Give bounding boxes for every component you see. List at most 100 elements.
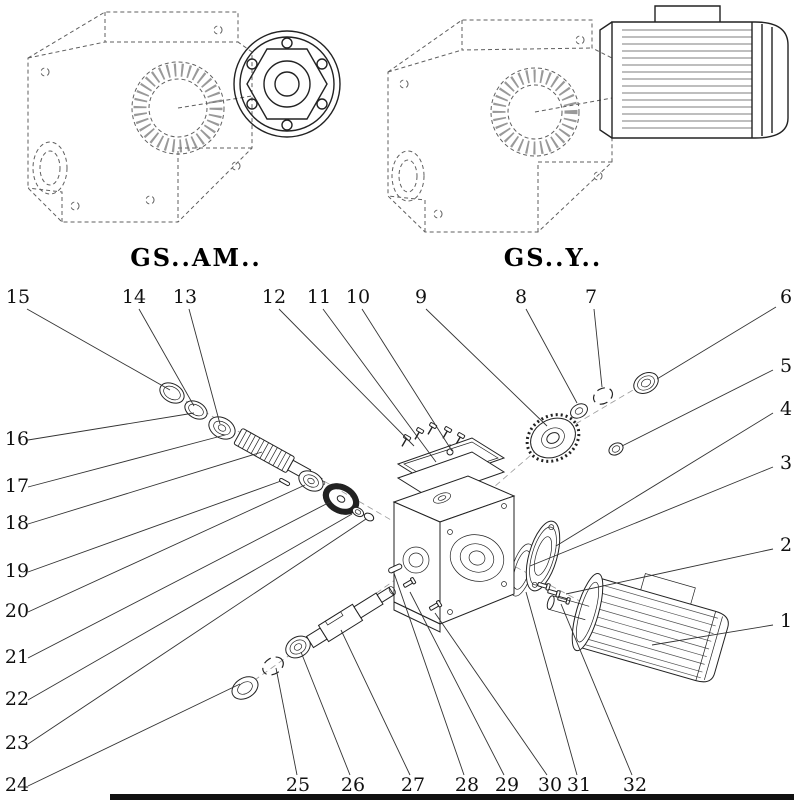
callout-4: 4 xyxy=(780,398,792,420)
flange-drawing xyxy=(233,30,341,138)
leader-line-9 xyxy=(425,308,548,427)
oil-seal-15 xyxy=(159,382,185,404)
spacer-5 xyxy=(608,442,624,456)
worm-shaft-chain xyxy=(159,382,375,522)
callout-20: 20 xyxy=(5,600,29,622)
leader-line-18 xyxy=(27,451,263,525)
leader-line-20 xyxy=(27,484,306,613)
worm-gear-21 xyxy=(322,483,360,515)
callout-28: 28 xyxy=(455,774,479,796)
motor-flange xyxy=(571,573,604,652)
variant-label-y: GS..Y.. xyxy=(504,243,602,272)
shim-23 xyxy=(363,512,375,522)
leader-line-14 xyxy=(138,308,195,407)
leader-line-2 xyxy=(565,548,774,595)
callout-19: 19 xyxy=(5,560,29,582)
callout-9: 9 xyxy=(415,286,427,308)
callout-8: 8 xyxy=(515,286,527,308)
motor-top-drawing xyxy=(599,5,789,139)
callout-23: 23 xyxy=(5,732,29,754)
callout-30: 30 xyxy=(538,774,562,796)
callout-15: 15 xyxy=(6,286,30,308)
leader-line-21 xyxy=(27,501,331,659)
callout-24: 24 xyxy=(5,774,29,796)
leader-line-32 xyxy=(560,603,633,776)
adapter-flange-4 xyxy=(525,520,561,592)
terminal-box xyxy=(640,573,696,605)
leader-line-25 xyxy=(275,667,298,776)
leader-line-3 xyxy=(529,466,774,567)
washer-24 xyxy=(231,676,259,700)
output-gear-chain xyxy=(525,372,659,463)
leader-line-11 xyxy=(322,308,437,463)
callout-3: 3 xyxy=(780,452,792,474)
callout-27: 27 xyxy=(401,774,425,796)
cover-plate xyxy=(396,437,506,499)
leader-line-17 xyxy=(27,434,226,488)
leader-line-13 xyxy=(188,308,221,425)
breather-plug xyxy=(446,448,454,456)
leader-line-5 xyxy=(621,369,774,447)
callout-7: 7 xyxy=(585,286,597,308)
callout-13: 13 xyxy=(173,286,197,308)
gearbox-y-drawing: GS..Y.. xyxy=(387,5,789,272)
gearbox-am-drawing: GS..AM.. xyxy=(27,11,341,272)
motor-shaft-end xyxy=(546,595,555,610)
leader-line-12 xyxy=(278,308,415,447)
leader-line-27 xyxy=(340,629,411,776)
callout-2: 2 xyxy=(780,534,792,556)
callout-16: 16 xyxy=(5,428,29,450)
motor-1 xyxy=(546,573,729,683)
input-boss-hatch xyxy=(133,63,223,153)
callout-5: 5 xyxy=(780,355,792,377)
input-boss-hatch-y xyxy=(492,69,578,155)
leader-line-29 xyxy=(409,591,505,776)
callout-22: 22 xyxy=(5,688,29,710)
callout-10: 10 xyxy=(346,286,370,308)
leader-line-28 xyxy=(393,572,465,776)
callout-32: 32 xyxy=(623,774,647,796)
callout-1: 1 xyxy=(780,610,792,632)
bearing-20 xyxy=(298,470,324,492)
leader-line-30 xyxy=(434,612,548,776)
callout-14: 14 xyxy=(122,286,146,308)
key-pin-19 xyxy=(279,477,291,487)
leader-line-6 xyxy=(656,306,777,380)
fasteners xyxy=(388,563,443,613)
circlip-25 xyxy=(262,656,284,676)
shim-22 xyxy=(351,506,365,518)
ring-14 xyxy=(184,400,208,420)
callout-29: 29 xyxy=(495,774,519,796)
variant-label-am: GS..AM.. xyxy=(130,243,262,272)
leader-line-16 xyxy=(27,412,195,441)
leader-line-4 xyxy=(555,412,774,547)
key-28 xyxy=(388,563,403,574)
leader-line-7 xyxy=(593,308,603,388)
motor-flange-group xyxy=(509,520,571,605)
leader-line-8 xyxy=(525,308,578,404)
output-shaft-27 xyxy=(305,586,396,649)
callout-18: 18 xyxy=(5,512,29,534)
leader-line-19 xyxy=(27,480,282,573)
leader-line-31 xyxy=(525,591,578,776)
oil-seal-6 xyxy=(633,372,659,394)
leader-line-10 xyxy=(361,308,453,452)
callout-25: 25 xyxy=(286,774,310,796)
gear-housing xyxy=(392,475,516,633)
callout-31: 31 xyxy=(567,774,591,796)
callout-11: 11 xyxy=(307,286,331,308)
leader-line-23 xyxy=(27,518,367,745)
cover-gasket xyxy=(396,451,506,499)
callout-12: 12 xyxy=(262,286,286,308)
washer-8 xyxy=(570,403,588,419)
callout-6: 6 xyxy=(780,286,792,308)
leader-line-26 xyxy=(300,651,351,776)
front-bore xyxy=(402,546,430,574)
helical-gear-9 xyxy=(525,413,581,463)
exploded-view xyxy=(159,372,729,700)
output-shaft-chain xyxy=(231,586,396,700)
gearbox-am-housing-outline xyxy=(27,11,253,223)
bottom-border xyxy=(110,794,794,800)
